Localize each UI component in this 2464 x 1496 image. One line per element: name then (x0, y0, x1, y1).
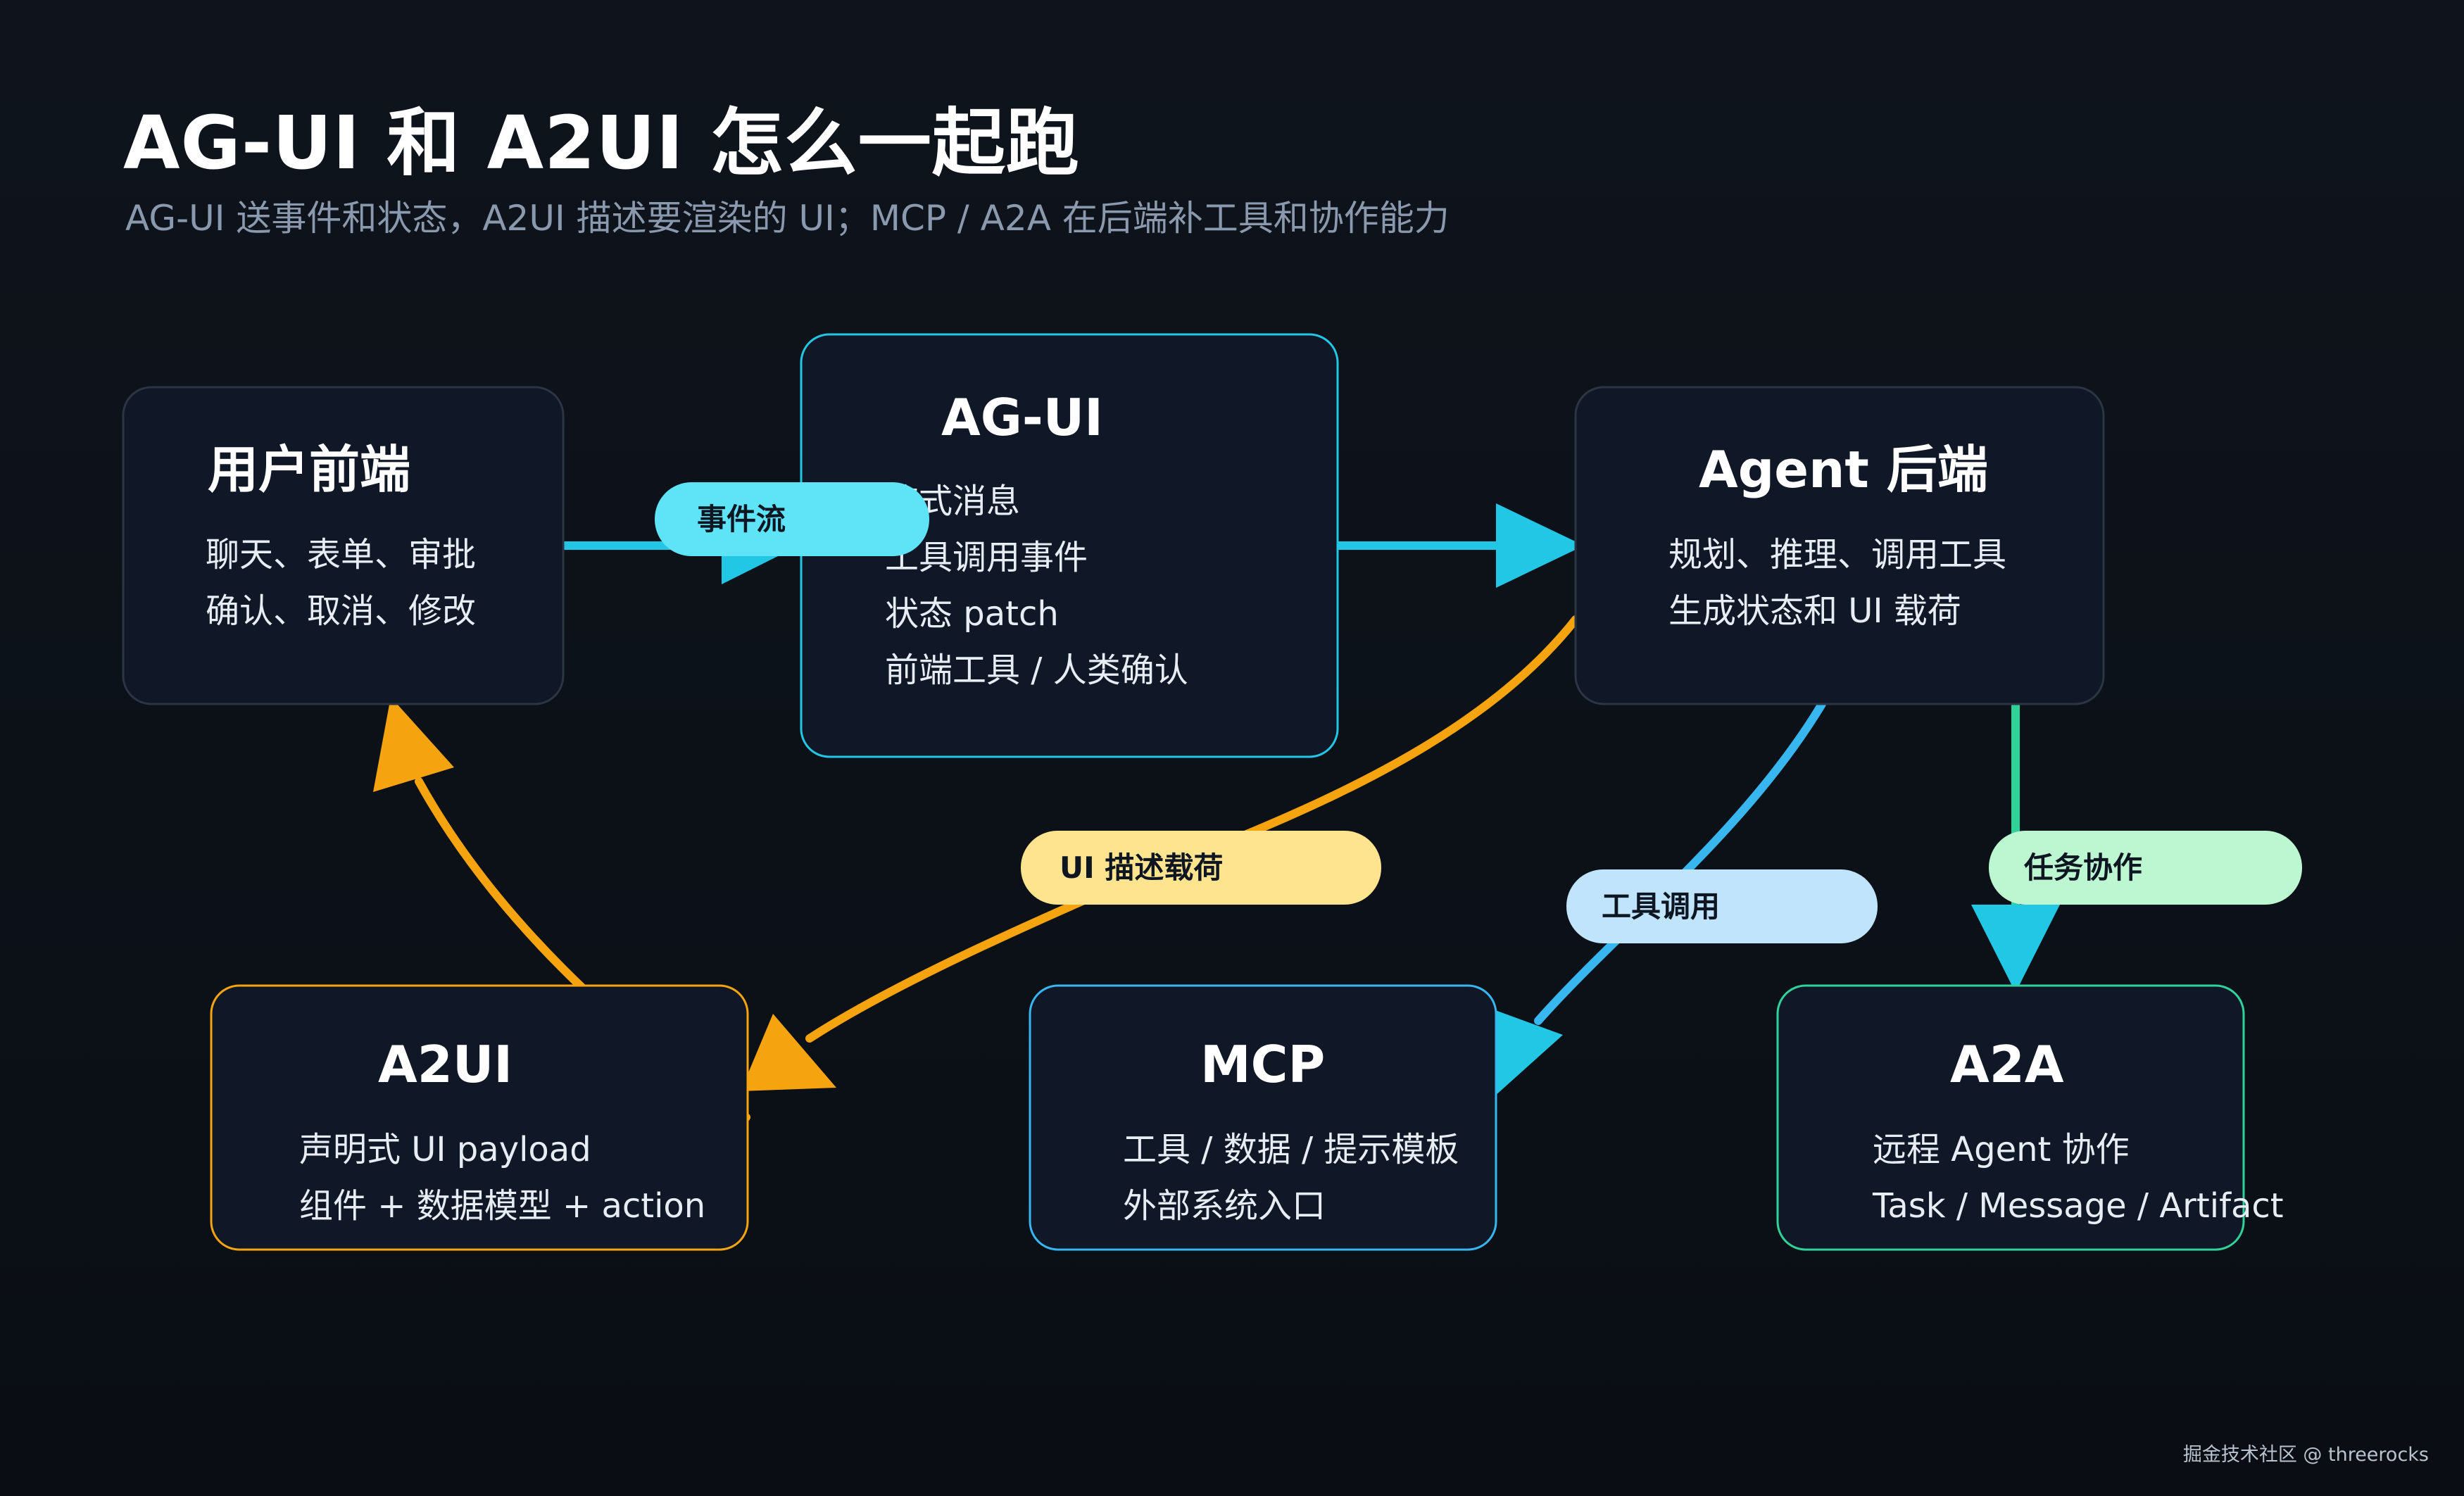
node-mcp-line-1: 工具 / 数据 / 提示模板 (1123, 1130, 1459, 1169)
node-a2a-title: A2A (1950, 1035, 2064, 1094)
edge-agent-to-a2ui-arrowhead (741, 1014, 836, 1091)
edge-label-ui-payload-pill (1021, 831, 1381, 905)
edge-label-tool-call-text: 工具调用 (1602, 889, 1720, 924)
node-ag-ui-title: AG-UI (941, 388, 1103, 447)
node-user-frontend-box (122, 386, 565, 705)
node-a2ui: A2UI 声明式 UI payload 组件 + 数据模型 + action (210, 984, 749, 1251)
node-ag-ui-line-3: 状态 patch (885, 594, 1059, 634)
page-subtitle: AG-UI 送事件和状态，A2UI 描述要渲染的 UI；MCP / A2A 在后… (125, 198, 1450, 239)
node-user-frontend-line-1: 聊天、表单、审批 (206, 535, 476, 574)
edge-a2ui-to-frontend-arrowhead (373, 697, 454, 792)
node-user-frontend-line-2: 确认、取消、修改 (206, 591, 476, 631)
edge-label-event-stream-pill (655, 482, 929, 556)
edge-label-task-collab: 任务协作 (1989, 831, 2302, 905)
node-a2ui-line-2: 组件 + 数据模型 + action (299, 1186, 705, 1226)
node-user-frontend-title: 用户前端 (208, 440, 410, 499)
edge-label-ui-payload: UI 描述载荷 (1021, 831, 1381, 905)
node-user-frontend: 用户前端 聊天、表单、审批 确认、取消、修改 (122, 386, 565, 705)
node-a2a-line-2: Task / Message / Artifact (1872, 1186, 2284, 1226)
node-agent-backend-box (1574, 386, 2105, 705)
edge-label-tool-call-pill (1566, 869, 1878, 943)
node-agent-backend: Agent 后端 规划、推理、调用工具 生成状态和 UI 载荷 (1574, 386, 2105, 705)
node-a2ui-box (210, 984, 749, 1251)
node-a2a-line-1: 远程 Agent 协作 (1873, 1130, 2130, 1169)
node-a2ui-line-1: 声明式 UI payload (299, 1130, 591, 1169)
node-mcp-title: MCP (1200, 1035, 1325, 1094)
edge-agui-to-agent (1338, 503, 1584, 588)
node-a2a: A2A 远程 Agent 协作 Task / Message / Artifac… (1776, 984, 2284, 1251)
node-ag-ui: AG-UI 流式消息 工具调用事件 状态 patch 前端工具 / 人类确认 (800, 333, 1339, 758)
node-agent-backend-line-1: 规划、推理、调用工具 (1668, 535, 2006, 574)
edge-label-event-stream-text: 事件流 (697, 502, 786, 536)
watermark: 掘金技术社区 @ threerocks (2182, 1444, 2429, 1466)
node-a2a-box (1776, 984, 2245, 1251)
edge-label-event-stream: 事件流 (655, 482, 929, 556)
node-mcp: MCP 工具 / 数据 / 提示模板 外部系统入口 (1029, 984, 1497, 1251)
edge-label-tool-call: 工具调用 (1566, 869, 1878, 943)
edge-label-task-collab-text: 任务协作 (2024, 850, 2142, 885)
edge-agent-to-a2a-arrowhead (1971, 905, 2060, 993)
node-ag-ui-line-4: 前端工具 / 人类确认 (885, 650, 1188, 690)
node-agent-backend-title: Agent 后端 (1699, 440, 1988, 499)
edge-label-task-collab-pill (1989, 831, 2302, 905)
node-mcp-line-2: 外部系统入口 (1123, 1186, 1326, 1226)
edge-agent-to-mcp-line (1534, 700, 1826, 1025)
node-mcp-box (1029, 984, 1497, 1251)
node-agent-backend-line-2: 生成状态和 UI 载荷 (1668, 591, 1961, 631)
node-a2ui-title: A2UI (378, 1035, 513, 1094)
page-title: AG-UI 和 A2UI 怎么一起跑 (123, 100, 1080, 186)
edge-label-ui-payload-text: UI 描述载荷 (1060, 850, 1223, 885)
edge-agent-to-mcp-arrowhead (1482, 1005, 1563, 1097)
edge-agui-to-agent-arrowhead (1496, 503, 1584, 588)
